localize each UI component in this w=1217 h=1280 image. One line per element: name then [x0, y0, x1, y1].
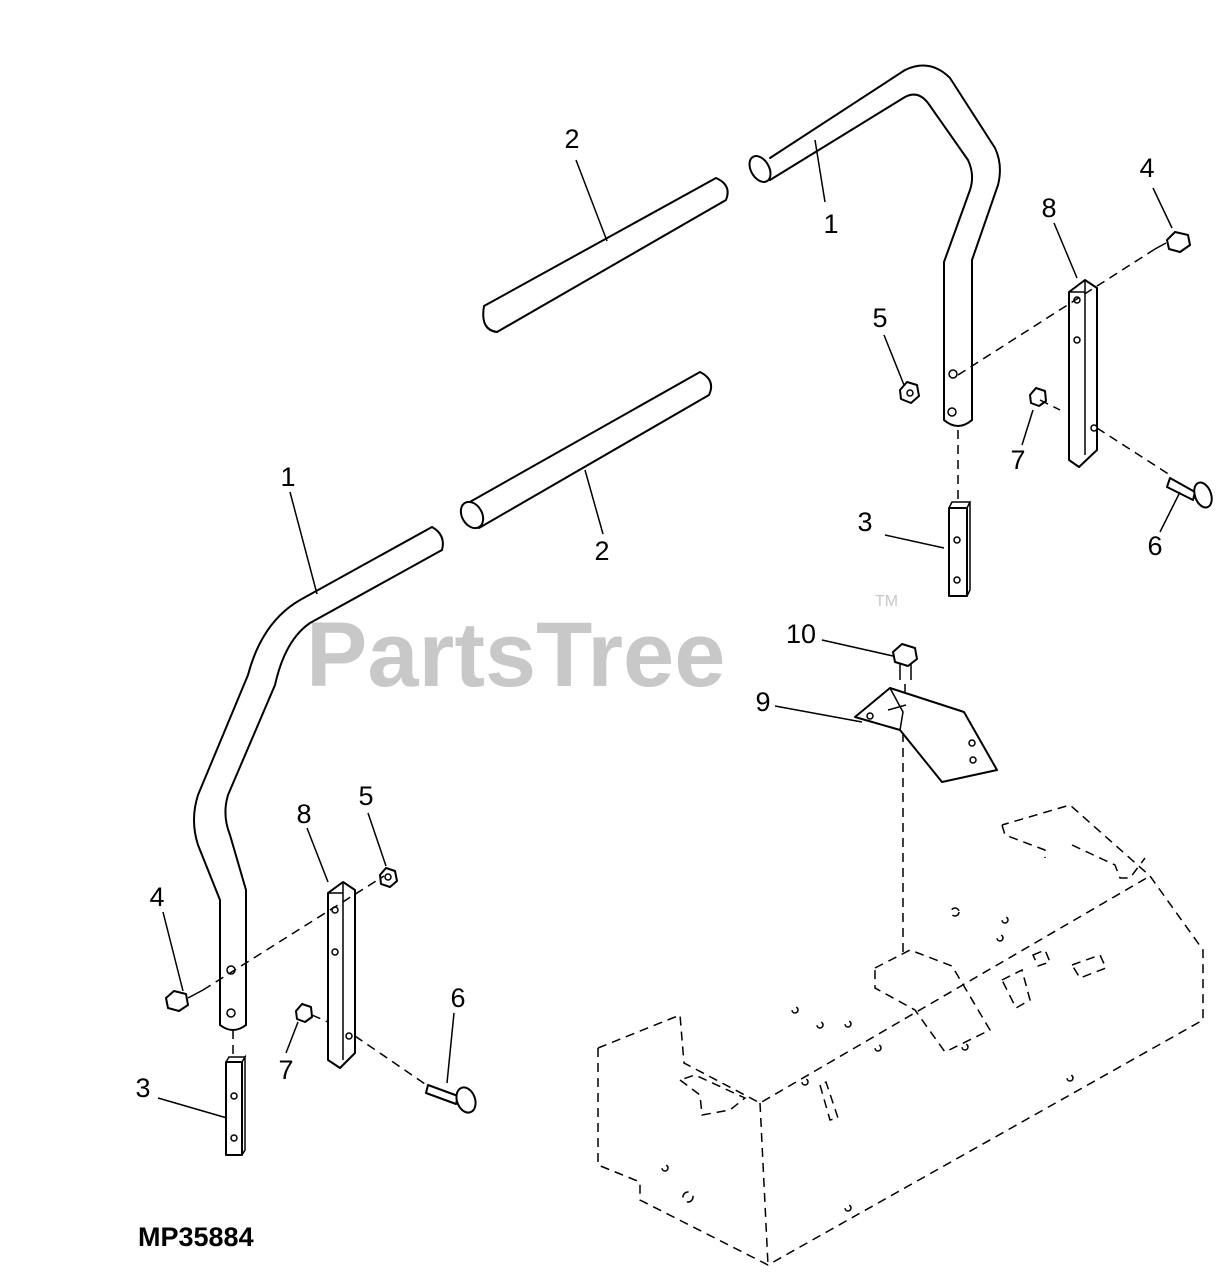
watermark-trademark: TM: [875, 593, 898, 610]
callout-9: 9: [755, 687, 770, 717]
cover-plate: [854, 687, 998, 783]
spacer-bar-left: [225, 1054, 247, 1156]
callout-7-left: 7: [278, 1055, 293, 1085]
bolt-right-4: [1154, 231, 1191, 253]
nut-left-7: [295, 1003, 313, 1023]
figure-id: MP35884: [138, 1222, 254, 1252]
callout-5-left: 5: [358, 781, 373, 811]
nut-left-5: [379, 867, 398, 888]
watermark-text: PartsTree: [306, 604, 725, 706]
handle-tube-upper: [748, 64, 1001, 427]
handle-tube-lower: [193, 526, 444, 1031]
callout-1-upper: 1: [823, 209, 838, 239]
callout-4-right: 4: [1139, 153, 1154, 183]
callout-6-right: 6: [1147, 531, 1162, 561]
carriage-bolt-right-6: [1166, 477, 1213, 509]
carriage-bolt-left-6: [425, 1084, 477, 1114]
callout-8-left: 8: [296, 799, 311, 829]
hand-grip-lower: [459, 371, 713, 530]
nut-right-7: [1029, 387, 1047, 407]
callout-1-lower: 1: [280, 462, 295, 492]
hand-grip-upper: [482, 177, 729, 333]
watermark: PartsTree TM: [306, 593, 898, 706]
callout-5-right: 5: [872, 303, 887, 333]
bolt-left-4: [165, 989, 204, 1012]
callouts: 1 2 1 2 3 3 4 4 5 5 6 6 7 7 8 8 9 10: [135, 124, 1162, 1103]
callout-4-left: 4: [149, 882, 164, 912]
callout-7-right: 7: [1010, 445, 1025, 475]
callout-6-left: 6: [450, 983, 465, 1013]
spacer-bar-right: [948, 501, 972, 597]
callout-3-right: 3: [857, 507, 872, 537]
callout-2-lower: 2: [594, 536, 609, 566]
callout-2-upper: 2: [564, 124, 579, 154]
callout-8-right: 8: [1041, 193, 1056, 223]
frame-chassis: [597, 804, 1204, 1266]
callout-3-left: 3: [135, 1073, 150, 1103]
mounting-bracket-right: [1068, 279, 1098, 468]
callout-10: 10: [786, 619, 816, 649]
leader-lines: [157, 139, 1181, 1119]
nut-right-5: [899, 381, 920, 404]
bolt-10: [892, 643, 918, 680]
mounting-bracket-left: [327, 881, 356, 1069]
